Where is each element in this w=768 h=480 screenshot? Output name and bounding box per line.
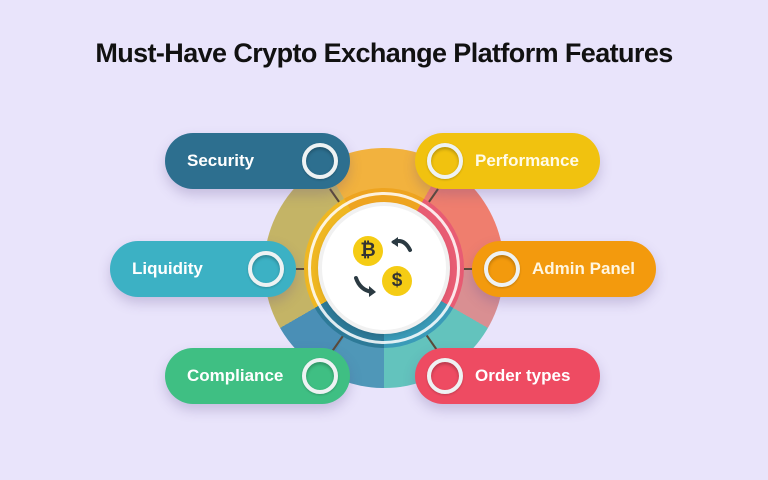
feature-label: Admin Panel bbox=[532, 259, 635, 278]
feature-label: Compliance bbox=[187, 366, 284, 385]
circle-icon bbox=[248, 251, 284, 287]
feature-admin-panel: Admin Panel bbox=[472, 241, 656, 297]
exchange-arrow-icon bbox=[354, 276, 376, 297]
circle-icon bbox=[302, 358, 338, 394]
page-title: Must-Have Crypto Exchange Platform Featu… bbox=[95, 38, 673, 68]
feature-performance: Performance bbox=[415, 133, 600, 189]
feature-security: Security bbox=[165, 133, 350, 189]
center-hub bbox=[322, 206, 446, 330]
dollar-icon: $ bbox=[382, 266, 412, 296]
feature-label: Order types bbox=[475, 366, 571, 385]
feature-liquidity: Liquidity bbox=[110, 241, 296, 297]
feature-compliance: Compliance bbox=[165, 348, 350, 404]
feature-label: Security bbox=[187, 151, 255, 170]
circle-icon bbox=[484, 251, 520, 287]
connector-line bbox=[454, 268, 476, 270]
exchange-arrow-icon bbox=[391, 237, 412, 252]
circle-icon bbox=[302, 143, 338, 179]
feature-label: Liquidity bbox=[132, 259, 203, 278]
connector-line bbox=[292, 268, 314, 270]
circle-icon bbox=[427, 358, 463, 394]
circle-icon bbox=[427, 143, 463, 179]
feature-label: Performance bbox=[475, 151, 579, 170]
bitcoin-icon: ₿ bbox=[353, 236, 383, 266]
inner-white-ring bbox=[308, 192, 460, 344]
feature-order-types: Order types bbox=[415, 348, 600, 404]
